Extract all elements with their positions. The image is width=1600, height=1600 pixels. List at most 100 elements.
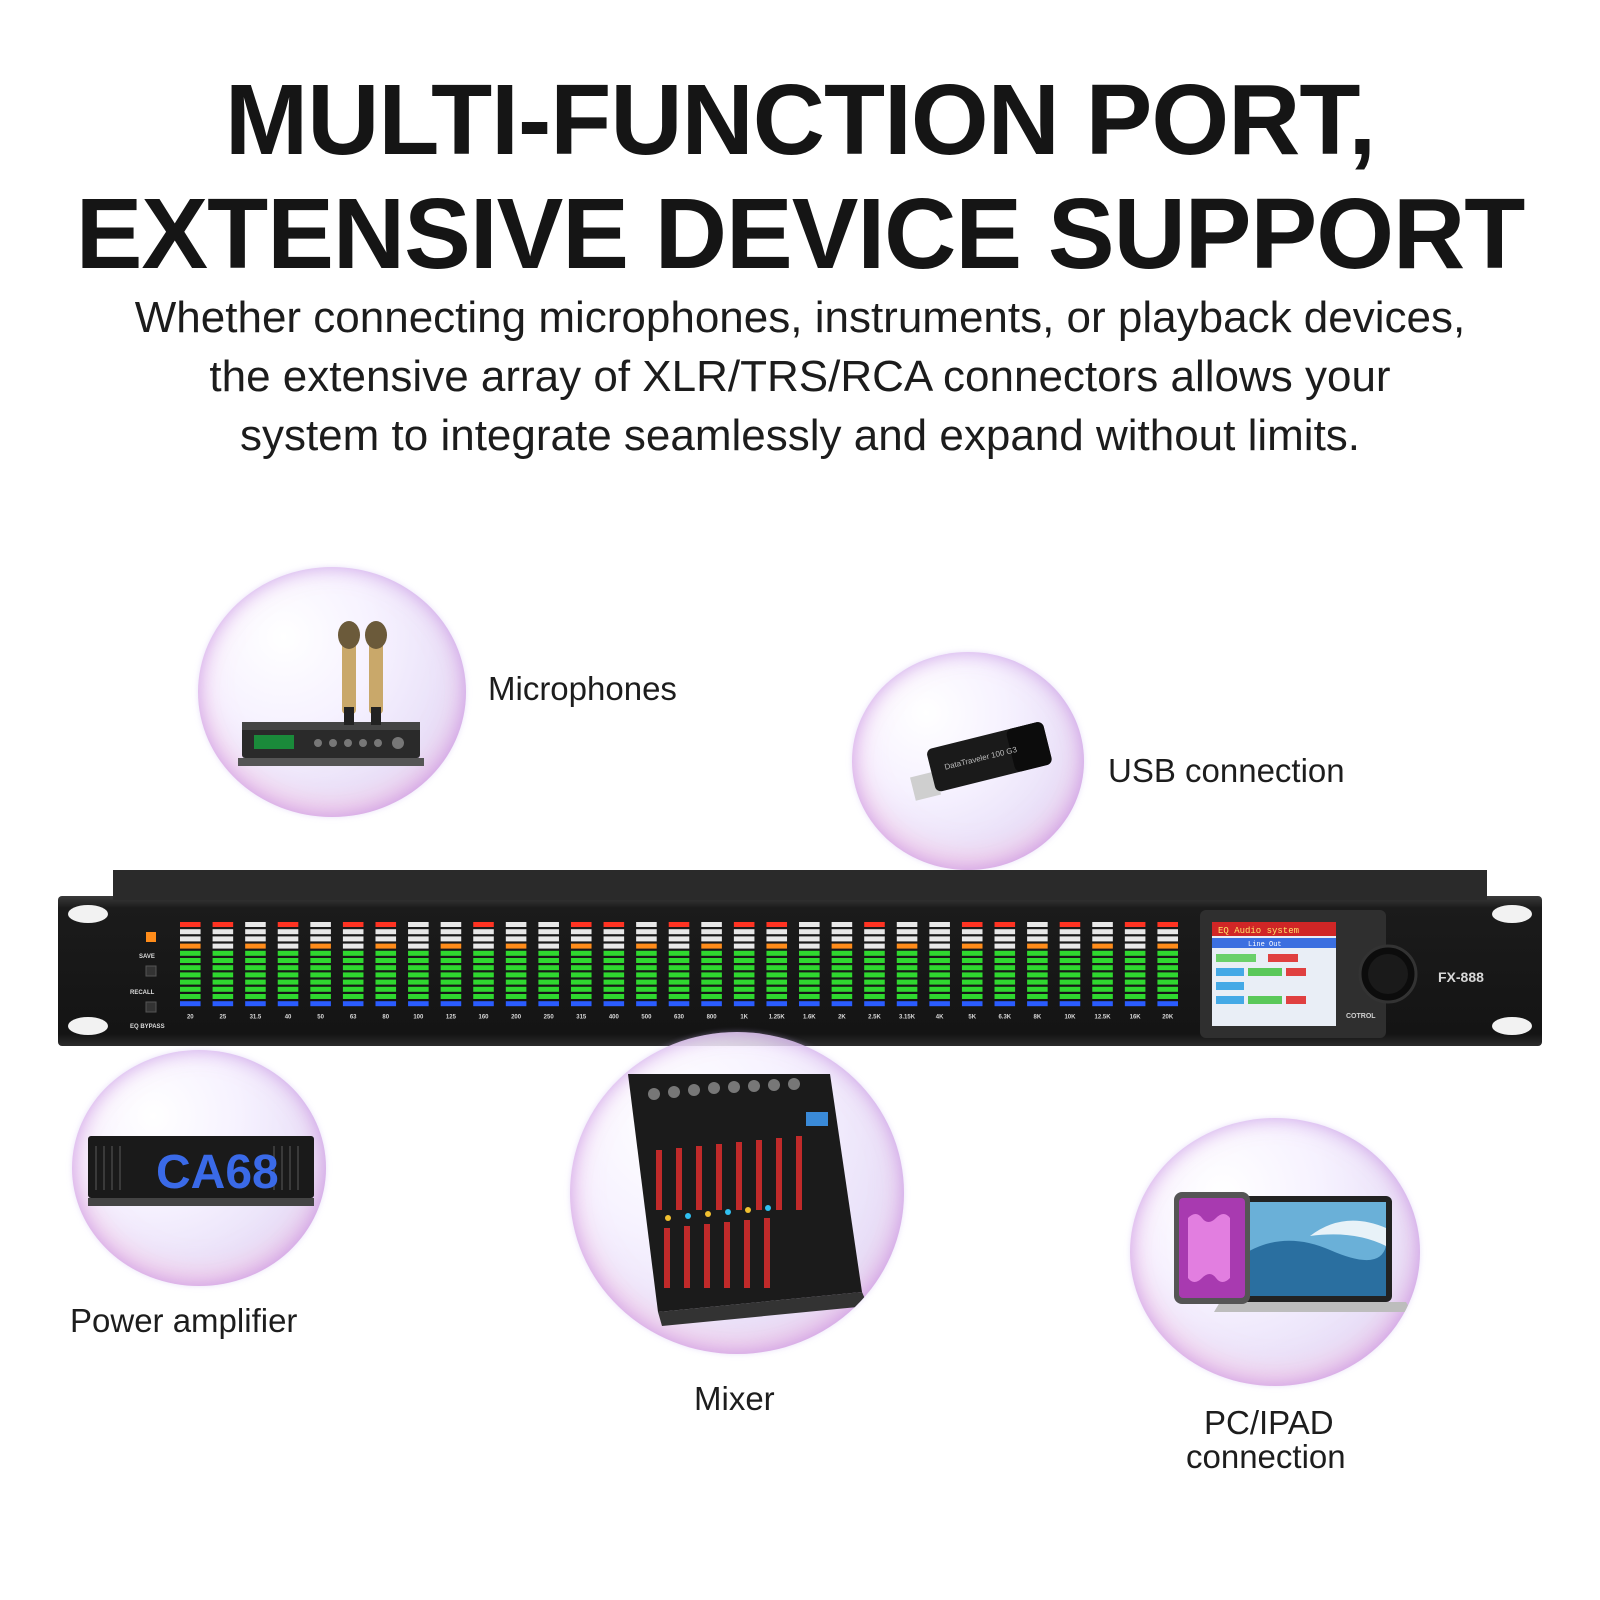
- led-segment: [799, 929, 820, 935]
- led-segment: [1092, 994, 1113, 999]
- band-label: 8K: [1034, 1014, 1042, 1020]
- led-segment: [929, 986, 950, 992]
- led-segment: [733, 922, 755, 927]
- led-segment: [603, 943, 625, 949]
- led-segment: [538, 1001, 559, 1007]
- led-segment: [701, 986, 722, 992]
- led-segment: [408, 986, 429, 992]
- led-segment: [864, 972, 885, 978]
- led-segment: [310, 1001, 331, 1007]
- led-segment: [277, 922, 299, 927]
- led-segment: [1059, 994, 1081, 999]
- led-segment: [766, 979, 788, 985]
- subtitle-line-3: system to integrate seamlessly and expan…: [239, 411, 1361, 460]
- led-segment: [1027, 958, 1048, 963]
- led-segment: [929, 972, 950, 978]
- led-segment: [896, 972, 918, 978]
- led-segment: [603, 994, 625, 999]
- band-label: 1.6K: [803, 1014, 816, 1020]
- led-segment: [994, 994, 1016, 999]
- led-segment: [440, 936, 462, 942]
- led-segment: [342, 972, 364, 978]
- led-segment: [994, 979, 1016, 985]
- led-segment: [1124, 986, 1146, 992]
- led-segment: [766, 943, 788, 949]
- led-column: [505, 922, 527, 1007]
- band-label: 500: [641, 1014, 652, 1020]
- led-segment: [961, 929, 983, 935]
- led-segment: [440, 922, 462, 927]
- led-segment: [668, 929, 690, 935]
- led-segment: [1124, 965, 1146, 971]
- led-segment: [799, 1001, 820, 1007]
- band-label: 100: [413, 1014, 424, 1020]
- led-segment: [864, 958, 885, 963]
- led-segment: [408, 943, 429, 949]
- led-segment: [864, 994, 885, 999]
- led-segment: [864, 1001, 885, 1007]
- led-segment: [701, 994, 722, 999]
- led-segment: [636, 936, 657, 942]
- led-segment: [505, 972, 527, 978]
- save-button[interactable]: [145, 965, 157, 977]
- led-segment: [1124, 1001, 1146, 1007]
- led-segment: [473, 965, 494, 971]
- led-segment: [212, 1001, 234, 1007]
- led-segment: [408, 922, 429, 927]
- led-segment: [636, 950, 657, 956]
- led-segment: [831, 929, 853, 935]
- led-segment: [538, 943, 559, 949]
- led-segment: [1157, 943, 1178, 949]
- led-segment: [375, 965, 397, 971]
- rack-ear-hole: [1492, 905, 1532, 923]
- led-segment: [342, 979, 364, 985]
- led-segment: [310, 929, 331, 935]
- recall-button[interactable]: [145, 1001, 157, 1013]
- led-segment: [766, 922, 788, 927]
- led-segment: [1157, 1001, 1178, 1007]
- led-segment: [473, 979, 494, 985]
- pc-ipad-label-line-2: connection: [1186, 1438, 1346, 1475]
- led-segment: [603, 972, 625, 978]
- led-segment: [180, 972, 201, 978]
- usb-drive-icon: DataTraveler 100 G3: [910, 722, 1052, 801]
- led-segment: [245, 936, 266, 942]
- led-segment: [212, 994, 234, 999]
- led-segment: [342, 958, 364, 963]
- led-segment: [245, 943, 266, 949]
- led-segment: [701, 936, 722, 942]
- led-segment: [473, 922, 494, 927]
- led-segment: [538, 922, 559, 927]
- led-segment: [1059, 986, 1081, 992]
- led-segment: [570, 929, 592, 935]
- led-column: [538, 922, 559, 1007]
- led-segment: [733, 1001, 755, 1007]
- led-segment: [831, 943, 853, 949]
- led-segment: [668, 994, 690, 999]
- screen-row: [1286, 968, 1306, 976]
- rack-ear-hole: [68, 905, 108, 923]
- led-segment: [212, 936, 234, 942]
- led-segment: [831, 958, 853, 963]
- led-segment: [1092, 958, 1113, 963]
- led-segment: [570, 972, 592, 978]
- led-segment: [766, 972, 788, 978]
- led-segment: [961, 986, 983, 992]
- spectrum-led-columns: [180, 922, 1178, 1007]
- led-segment: [1027, 972, 1048, 978]
- led-segment: [994, 1001, 1016, 1007]
- led-segment: [766, 950, 788, 956]
- led-segment: [212, 929, 234, 935]
- led-segment: [473, 936, 494, 942]
- led-segment: [701, 958, 722, 963]
- screen-row: [1216, 968, 1244, 976]
- led-segment: [473, 986, 494, 992]
- led-segment: [473, 972, 494, 978]
- led-segment: [929, 936, 950, 942]
- led-segment: [245, 979, 266, 985]
- led-segment: [701, 965, 722, 971]
- laptop-tablet-icon: [1174, 1192, 1412, 1312]
- led-segment: [896, 979, 918, 985]
- band-label: 1.25K: [769, 1014, 786, 1020]
